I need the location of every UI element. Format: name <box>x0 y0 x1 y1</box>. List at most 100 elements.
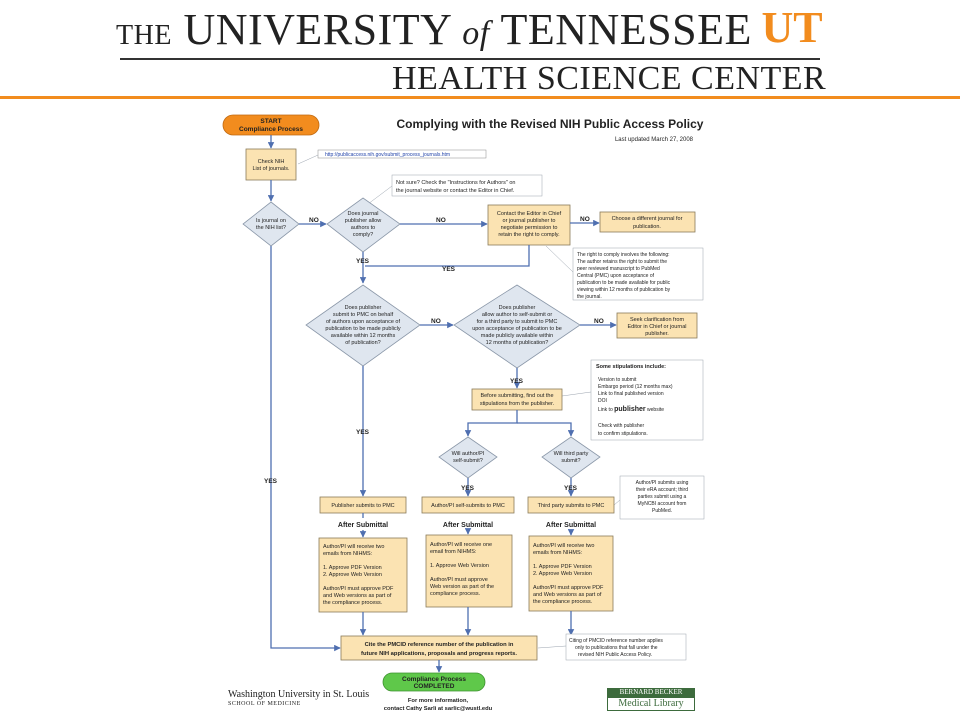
choose-journal-box <box>599 211 696 233</box>
result-box-third <box>528 535 614 612</box>
contact-editor-box <box>487 204 571 246</box>
result-a-line-9: the compliance process. <box>323 600 383 606</box>
era-line-4: MyNCBI account from <box>638 501 687 507</box>
url-box <box>317 149 487 159</box>
seek-line-2: Editor in Chief or journal <box>627 324 686 330</box>
label-no-3: NO <box>580 216 590 223</box>
third-line-2: submit? <box>561 458 580 464</box>
university-wordmark: THE UNIVERSITY of TENNESSEE <box>116 4 752 55</box>
cite-pmcid-box <box>340 635 538 661</box>
start-label-1: START <box>260 118 281 125</box>
contact-line-2: or journal publisher to <box>503 218 556 224</box>
pub-allow-line-6: 12 months of publication? <box>486 340 549 346</box>
choose-line-1: Choose a different journal for <box>612 216 683 222</box>
flowchart-title: Complying with the Revised NIH Public Ac… <box>397 117 704 131</box>
right-to-comply-note <box>572 247 704 301</box>
ut-logo-text: UT <box>761 4 822 48</box>
becker-top: BERNARD BECKER <box>607 688 695 697</box>
pub-allow-line-3: for a third party to submit to PMC <box>477 319 558 325</box>
era-connector <box>613 499 621 506</box>
right-note-line-3: peer reviewed manuscript to PubMed <box>577 266 660 272</box>
label-yes-self: YES <box>461 485 475 492</box>
result-a-line-2: emails from NIHMS: <box>323 551 373 557</box>
era-line-1: Author/PI submits using <box>636 480 689 486</box>
result-b-line-7: Web version as part of the <box>430 584 494 590</box>
end-label-2: COMPLETED <box>414 683 455 690</box>
third-line-1: Will third party <box>554 451 589 457</box>
stip-link-post: website <box>646 407 665 413</box>
right-note-line-7: the journal. <box>577 294 602 300</box>
header-orange-rule <box>0 96 960 99</box>
label-no-4: NO <box>431 318 441 325</box>
result-c-line-9: the compliance process. <box>533 599 593 605</box>
third-submits-label: Third party submits to PMC <box>538 503 605 509</box>
pub-submit-line-2: submit to PMC on behalf <box>333 312 394 318</box>
cite-note-connector <box>537 645 567 649</box>
on-list-label-2: the NIH list? <box>256 225 286 231</box>
decision-on-nih-list <box>242 201 300 247</box>
stip-item-4: DOI <box>598 398 607 404</box>
label-yes-pubsubmit: YES <box>356 429 370 436</box>
arrow-contact-yes-line <box>365 245 530 267</box>
self-submits-box <box>421 496 515 514</box>
nih-journals-link[interactable]: http://publicaccess.nih.gov/submit_proce… <box>325 152 450 158</box>
right-note-line-2: The author retains the right to submit t… <box>577 259 667 265</box>
right-note-line-4: Central (PMC) upon acceptance of <box>577 273 655 279</box>
cite-note-line-3: revised NIH Public Access Policy. <box>578 652 652 658</box>
right-note-line-1: The right to comply involves the followi… <box>577 252 670 258</box>
result-box-self <box>425 534 513 608</box>
allow-label-2: publisher allow <box>345 218 381 224</box>
not-sure-line-2: the journal website or contact the Edito… <box>396 188 515 194</box>
self-line-2: self-submit? <box>453 458 483 464</box>
result-c-line-2: emails from NIHMS: <box>533 550 583 556</box>
after-submittal-b: After Submittal <box>443 522 493 529</box>
label-no-2: NO <box>436 217 446 224</box>
wordmark-the: THE <box>116 20 172 51</box>
pub-submit-line-5: available within 12 months <box>331 333 396 339</box>
health-science-center-wordmark: HEALTH SCIENCE CENTER <box>392 60 827 97</box>
era-line-3: parties submit using a <box>638 494 687 500</box>
right-note-connector <box>545 245 574 273</box>
stip-item-3: Link to final published version <box>598 391 664 397</box>
label-yes-onlist: YES <box>264 478 278 485</box>
result-a-line-8: and Web versions as part of <box>323 593 392 599</box>
era-line-2: their eRA account; third <box>636 487 688 493</box>
result-c-line-8: and Web versions as part of <box>533 592 602 598</box>
cite-note-line-2: only to publications that fall under the <box>575 645 658 651</box>
wordmark-university: UNIVERSITY <box>183 5 451 54</box>
not-sure-note <box>391 174 543 197</box>
becker-library-logo: BERNARD BECKER Medical Library <box>607 688 695 711</box>
arrow-on-list-yes <box>270 246 341 652</box>
pub-allow-line-5: made publicly available within <box>481 333 553 339</box>
stip-check-2: to confirm stipulations. <box>598 431 648 437</box>
result-c-line-1: Author/PI will receive two <box>533 543 594 549</box>
result-c-line-4: 1. Approve PDF Version <box>533 564 592 570</box>
result-c-line-7: Author/PI must approve PDF <box>533 585 604 591</box>
cite-note-line-1: Citing of PMCID reference number applies <box>569 638 663 644</box>
result-a-line-1: Author/PI will receive two <box>323 544 384 550</box>
arrow-to-third <box>517 422 575 437</box>
pub-submit-line-1: Does publisher <box>345 305 382 311</box>
check-nih-label-1: Check NIH <box>258 159 285 165</box>
pub-allow-line-2: allow author to self-submit or <box>482 312 552 318</box>
page-header: THE UNIVERSITY of TENNESSEE UT HEALTH SC… <box>0 0 960 100</box>
result-a-line-5: 2. Approve Web Version <box>323 572 382 578</box>
stip-connector <box>561 391 592 397</box>
stip-check-1: Check with publisher <box>598 423 644 429</box>
pub-allow-line-1: Does publisher <box>499 305 536 311</box>
washington-university-logo: Washington University in St. Louis SCHOO… <box>228 689 388 707</box>
result-b-line-1: Author/PI will receive one <box>430 542 492 548</box>
self-submits-label: Author/PI self-submits to PMC <box>431 503 505 509</box>
header-rule <box>120 58 820 60</box>
allow-label-4: comply? <box>353 232 373 238</box>
before-line-2: stipulations from the publisher. <box>480 401 555 407</box>
ut-logo-icon: UT <box>760 4 824 48</box>
result-a-line-7: Author/PI must approve PDF <box>323 586 394 592</box>
result-b-line-2: email from NIHMS: <box>430 549 477 555</box>
stip-heading: Some stipulations include: <box>596 364 666 370</box>
era-line-5: PubMed. <box>652 508 672 514</box>
last-updated: Last updated March 27, 2008 <box>615 137 694 143</box>
url-connector <box>297 154 319 165</box>
contact-line-1: Contact the Editor in Chief <box>497 211 562 217</box>
result-b-lines: Author/PI will receive one email from NI… <box>430 542 494 597</box>
